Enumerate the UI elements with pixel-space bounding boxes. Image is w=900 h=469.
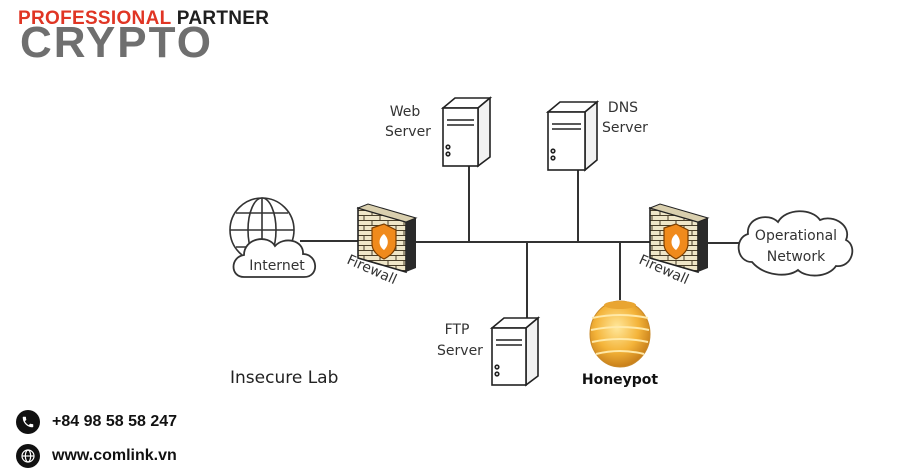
shield-icon — [663, 223, 689, 260]
web-server-label-1: Web — [390, 104, 421, 120]
contact-phone-row: +84 98 58 58 247 — [16, 410, 177, 434]
firewall-icon — [648, 203, 710, 274]
brand-crypto-text: CRYPTO — [20, 18, 213, 67]
firewall-left-node: Firewall — [344, 203, 418, 288]
ftp-server-label-1: FTP — [445, 322, 470, 338]
operational-network-label-1: Operational — [755, 228, 837, 244]
brand-professional: PROFESSIONAL — [18, 8, 172, 29]
shield-icon — [371, 223, 397, 260]
ftp-server-node: FTP Server — [437, 316, 541, 387]
web-server-label-2: Server — [385, 124, 431, 140]
operational-network-node: Operational Network — [737, 210, 854, 277]
dns-server-label-1: DNS — [608, 100, 638, 116]
firewall-right-node: Firewall — [636, 203, 710, 288]
globe-icon — [16, 444, 40, 468]
contact-website[interactable]: www.comlink.vn — [52, 447, 177, 464]
contact-phone[interactable]: +84 98 58 58 247 — [52, 413, 178, 430]
firewall-icon — [356, 203, 418, 274]
insecure-lab-label: Insecure Lab — [230, 368, 338, 388]
dns-server-node: DNS Server — [545, 100, 648, 172]
operational-network-label-2: Network — [767, 249, 826, 265]
honeypot-node: Honeypot — [582, 300, 659, 388]
honeypot-icon — [589, 300, 651, 368]
web-server-node: Web Server — [385, 96, 493, 168]
server-icon — [440, 96, 493, 168]
honeypot-label: Honeypot — [582, 372, 659, 388]
brand-partner: PARTNER — [176, 8, 270, 29]
brand-title: PROFESSIONAL PARTNER — [18, 8, 269, 30]
network-links — [300, 165, 742, 318]
ftp-server-label-2: Server — [437, 343, 483, 359]
internet-label: Internet — [249, 258, 305, 274]
cloud-icon — [737, 210, 854, 277]
cloud-icon — [232, 238, 317, 278]
dns-server-label-2: Server — [602, 120, 648, 136]
internet-node: Internet — [229, 197, 317, 278]
server-icon — [489, 316, 541, 387]
phone-icon — [16, 410, 40, 434]
server-icon — [545, 100, 600, 172]
contact-website-row: www.comlink.vn — [16, 444, 177, 468]
